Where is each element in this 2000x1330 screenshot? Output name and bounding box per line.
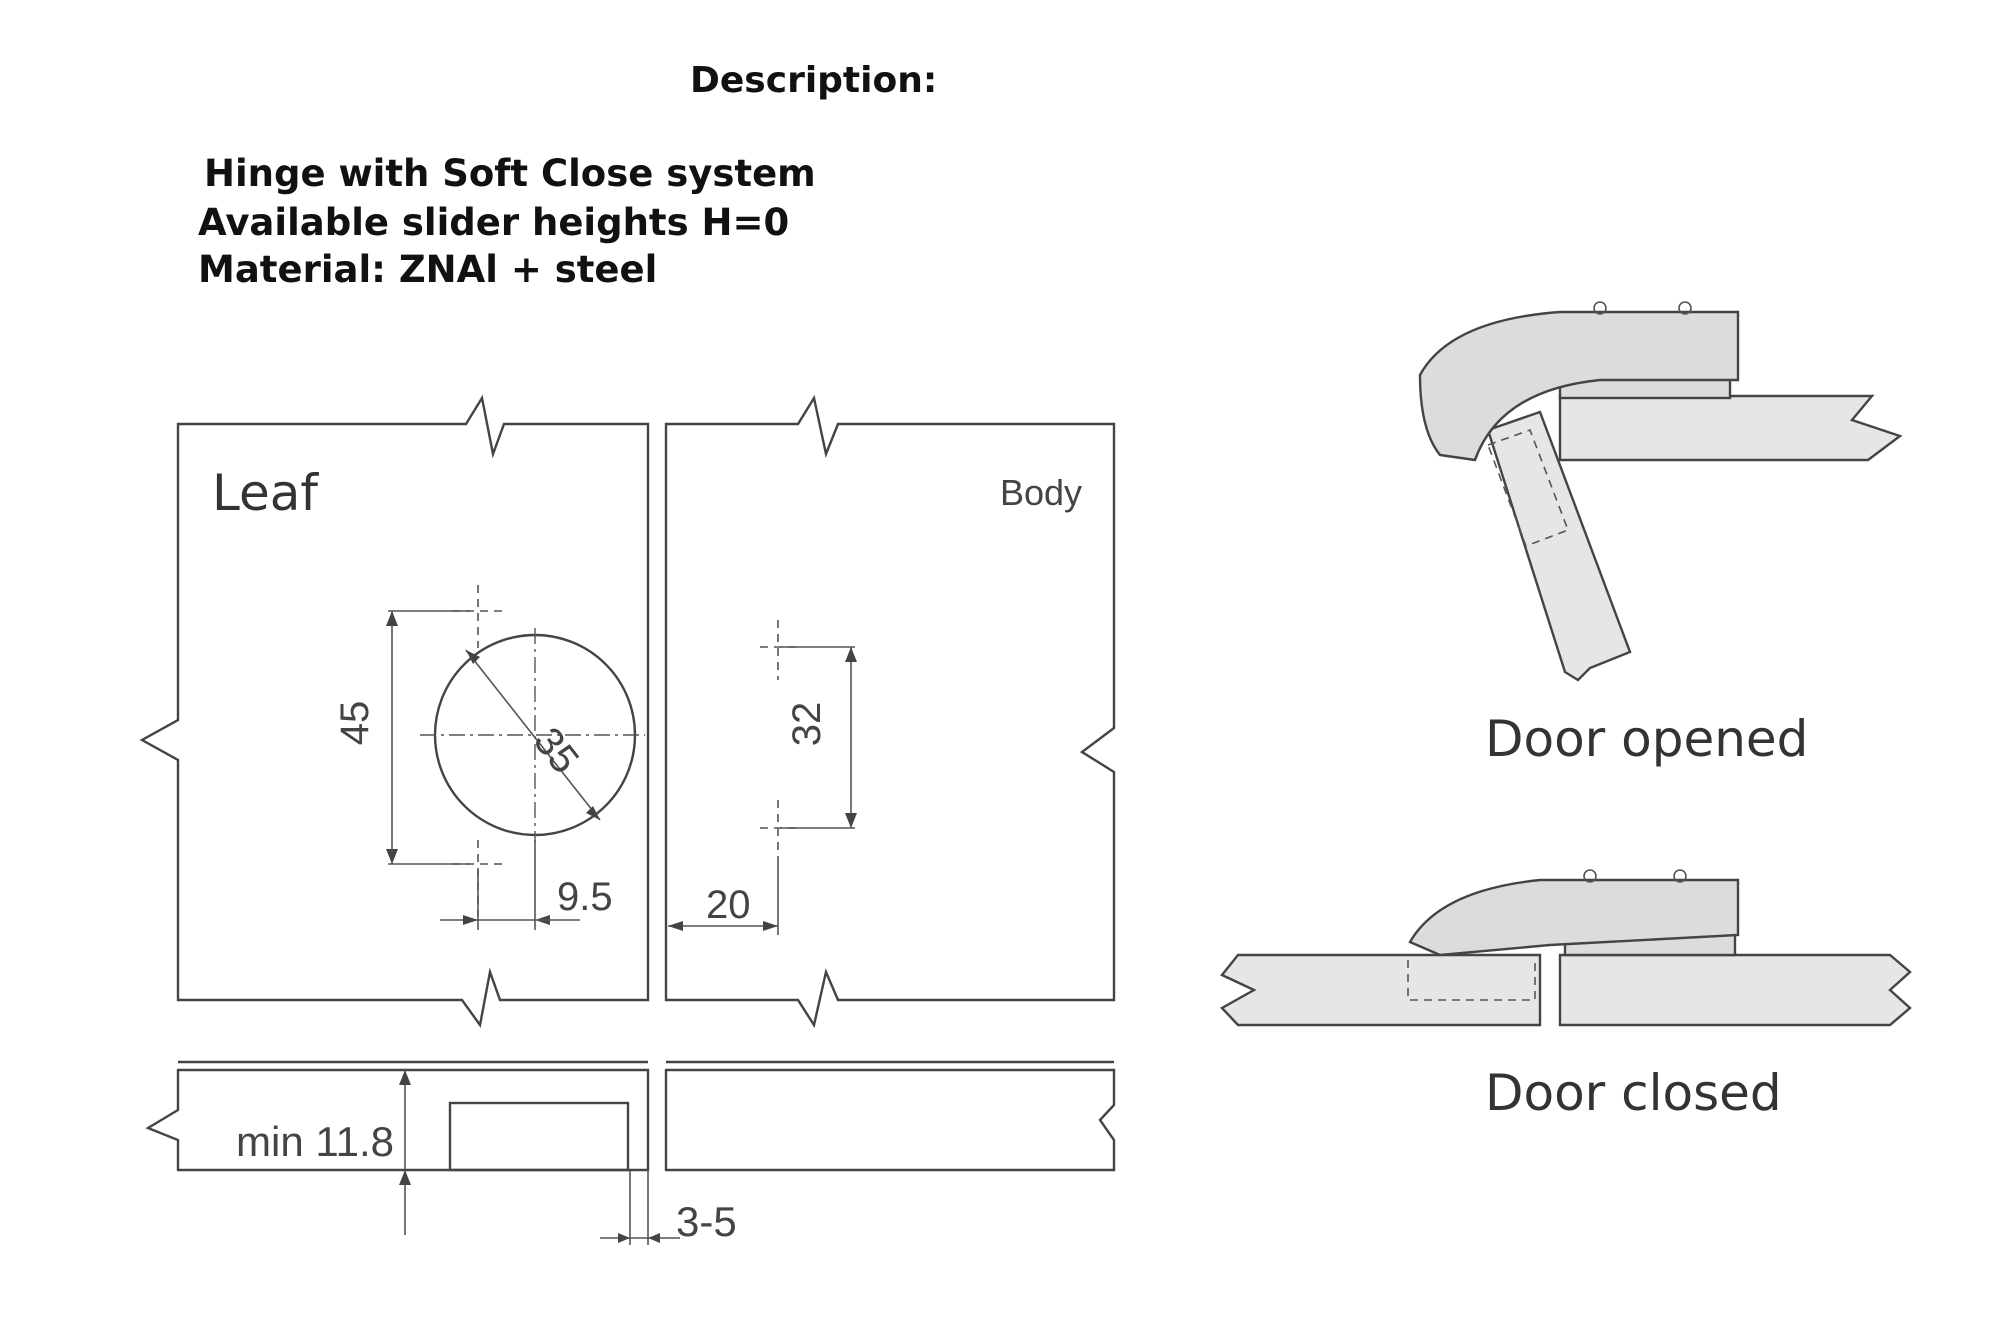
door-opened-illustration	[1418, 301, 1903, 682]
description-line-feature: Hinge with Soft Close system	[204, 152, 816, 195]
dim-32	[780, 646, 857, 829]
dim-32-label: 32	[785, 702, 829, 747]
dim-45	[386, 610, 470, 865]
dim-9-5	[440, 840, 580, 930]
body-panel	[664, 394, 1116, 1029]
dim-min-depth	[399, 1070, 411, 1235]
description-line-material: Material: ZNAl + steel	[198, 248, 658, 291]
door-closed-caption: Door closed	[1485, 1064, 1782, 1122]
dim-min-depth-label: min 11.8	[236, 1118, 394, 1165]
section-view-leaf	[145, 1060, 650, 1172]
description-line-heights: Available slider heights H=0	[198, 201, 790, 244]
description-title: Description:	[690, 60, 938, 101]
leaf-label: Leaf	[212, 464, 319, 522]
section-view-body	[664, 1060, 1116, 1172]
dim-9-5-label: 9.5	[557, 875, 613, 919]
body-label: Body	[1000, 472, 1082, 513]
cup-hole-circle	[420, 628, 645, 842]
dim-gap	[600, 1170, 680, 1245]
dim-gap-label: 3-5	[676, 1198, 737, 1245]
door-opened-caption: Door opened	[1485, 710, 1808, 768]
leaf-screw-holes	[452, 585, 505, 915]
leaf-panel	[139, 394, 650, 1028]
door-closed-illustration	[1220, 869, 1912, 1027]
dim-20	[668, 862, 779, 935]
dim-20-label: 20	[706, 883, 751, 927]
dim-45-label: 45	[333, 701, 377, 746]
